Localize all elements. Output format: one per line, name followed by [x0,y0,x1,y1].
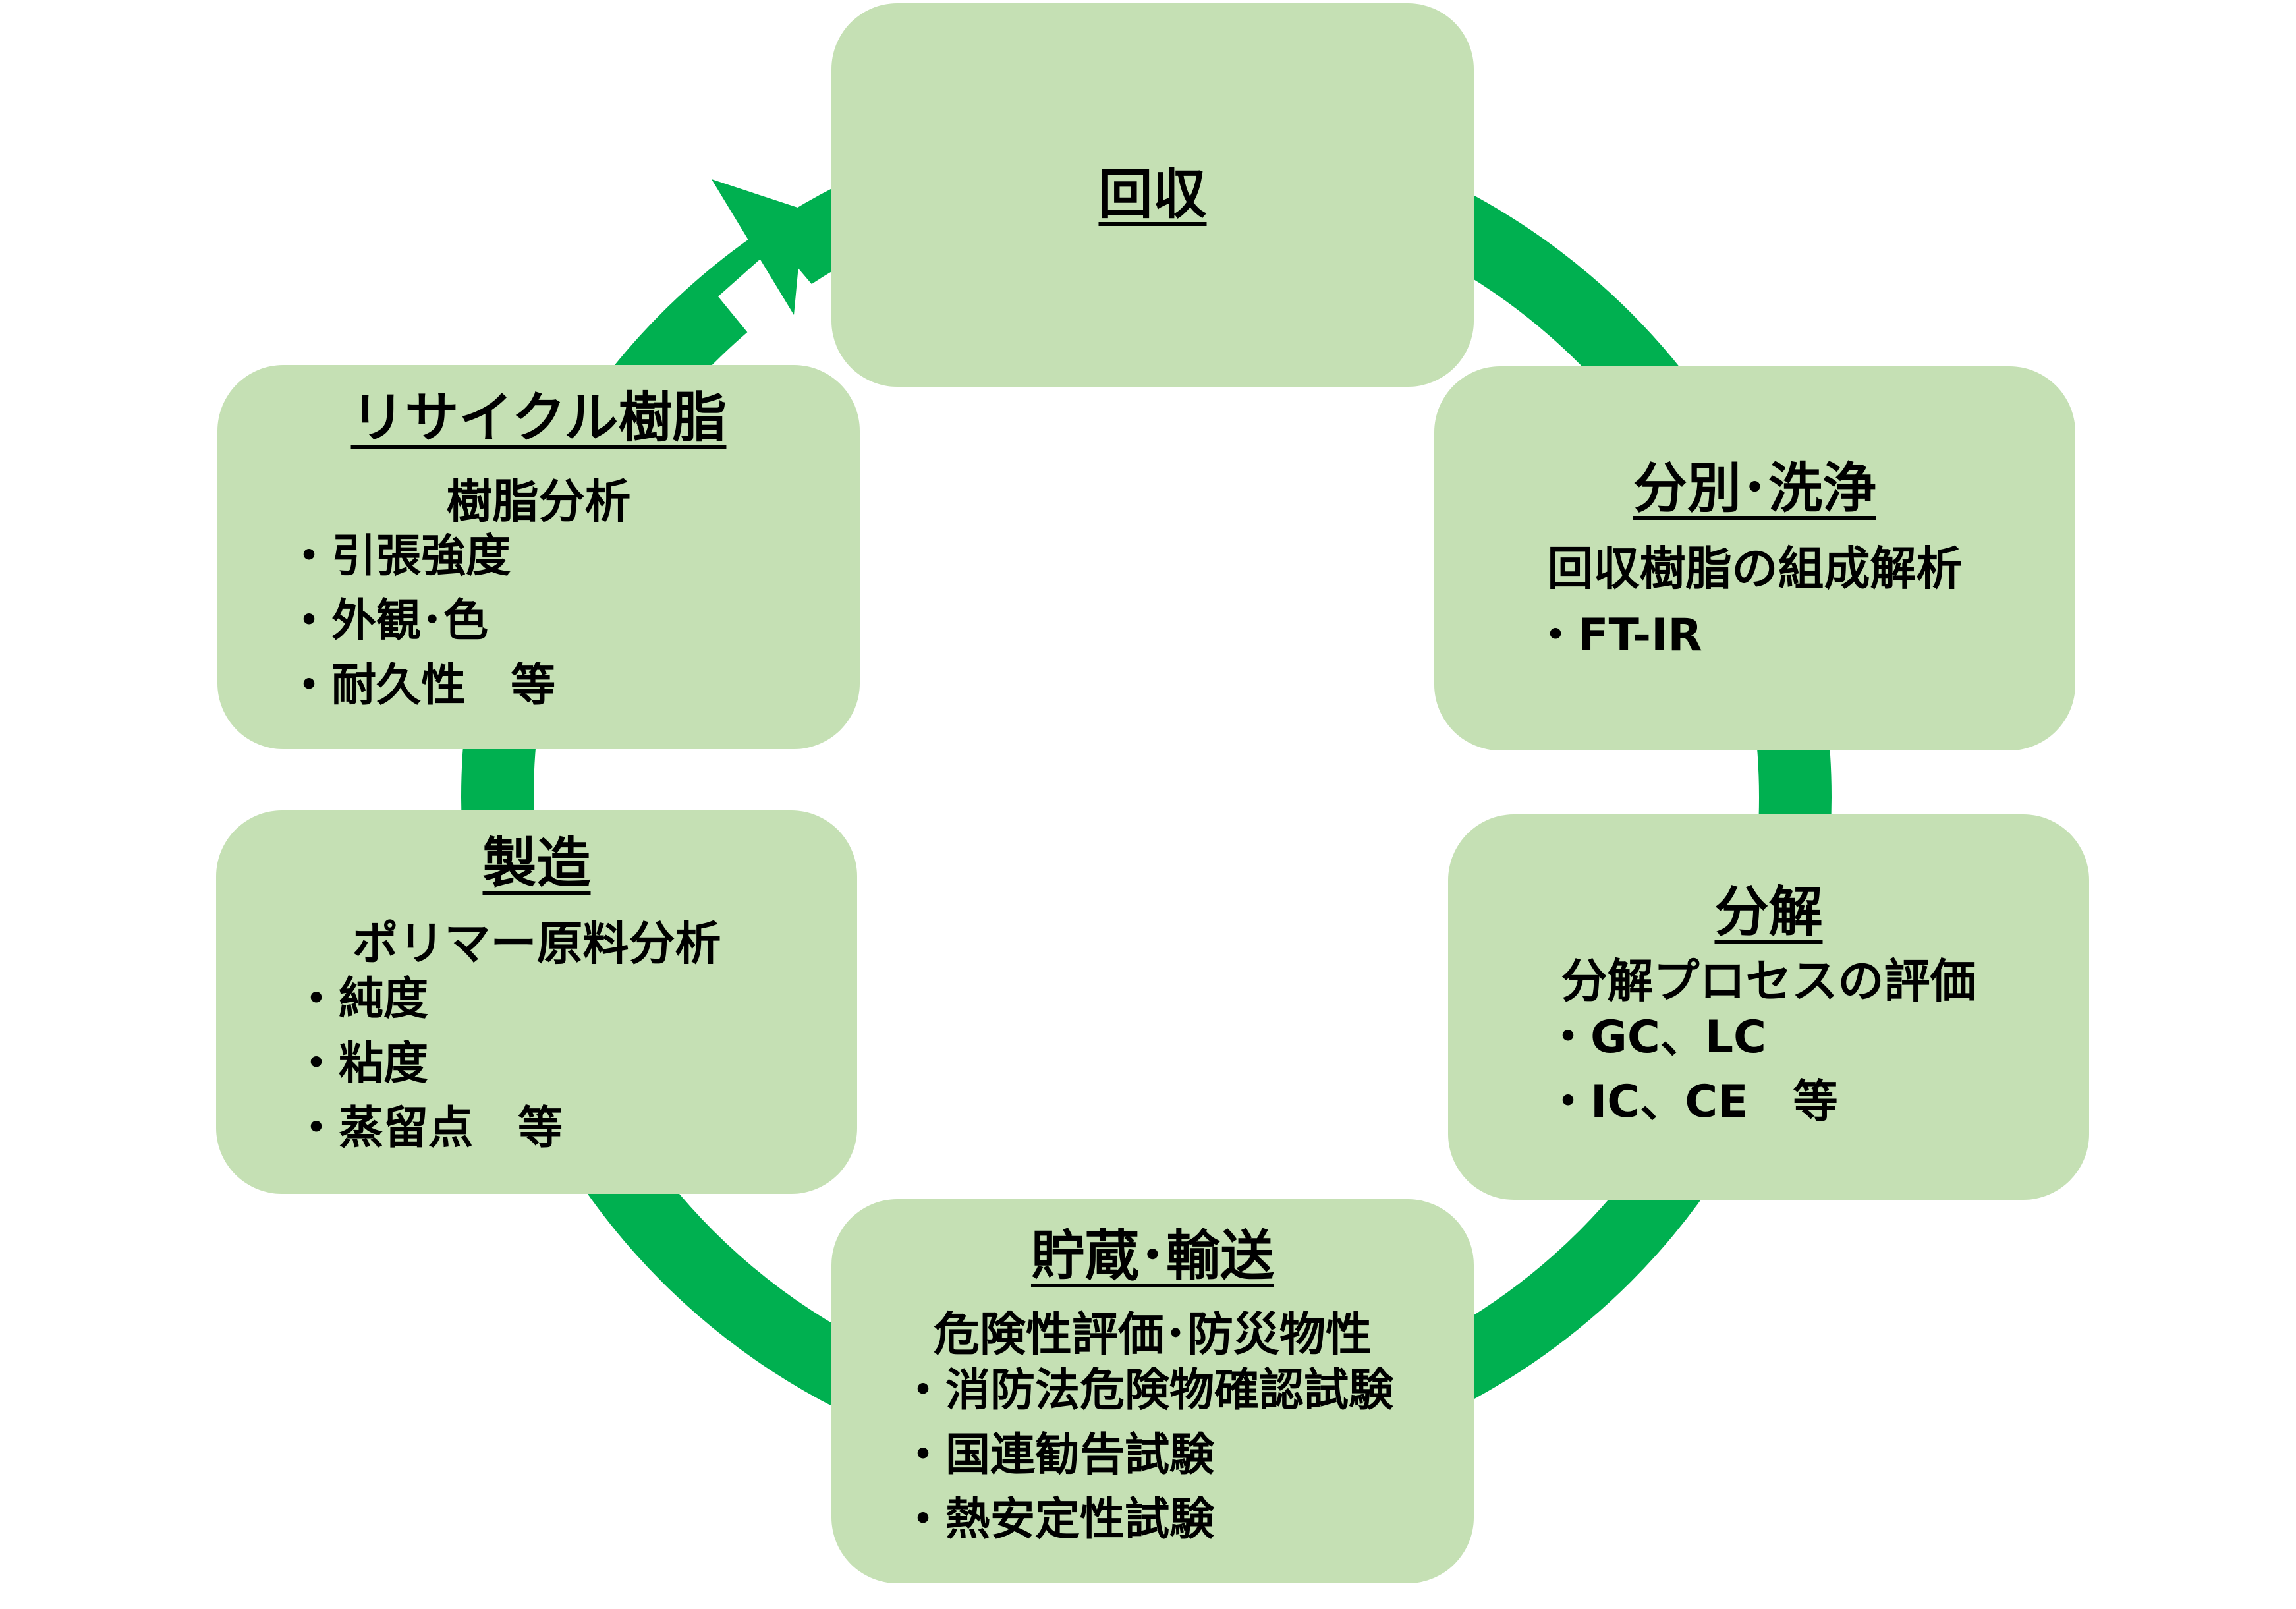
node-collection-title: 回収 [1098,163,1207,226]
node-recycled-resin: リサイクル樹脂 樹脂分析 ・引張強度 ・外観･色 ・耐久性 等 [217,365,860,749]
node-storage: 貯蔵･輸送 危険性評価･防災物性 ・消防法危険物確認試験 ・国連勧告試験 ・熱安… [831,1199,1474,1583]
node-storage-title: 貯蔵･輸送 [1030,1225,1274,1287]
node-decomposition-title: 分解 [1714,881,1823,944]
list-item: ・粘度 [294,1038,429,1090]
node-recycled-resin-title: リサイクル樹脂 [350,387,727,449]
list-item: ・GC、LC [1546,1011,1766,1063]
cycle-ring-gap [718,244,833,369]
node-decomposition-subtitle: 分解プロセスの評価 [1561,954,1976,1008]
list-item: ・外観･色 [287,595,489,647]
node-sorting-list: ・FT-IR [1533,604,1702,668]
node-storage-subtitle: 危険性評価･防災物性 [934,1307,1372,1361]
node-sorting: 分別･洗浄 回収樹脂の組成解析 ・FT-IR [1434,366,2075,750]
list-item: ・熱安定性試験 [901,1494,1215,1546]
list-item: ・IC、CE 等 [1546,1076,1838,1128]
list-item: ・消防法危険物確認試験 [901,1365,1394,1417]
list-item: ・FT-IR [1533,609,1702,662]
node-decomposition: 分解 分解プロセスの評価 ・GC、LC ・IC、CE 等 [1448,814,2089,1200]
node-recycled-resin-subtitle: 樹脂分析 [446,474,631,528]
node-recycled-resin-list: ・引張強度 ・外観･色 ・耐久性 等 [287,524,555,718]
node-sorting-subtitle: 回収樹脂の組成解析 [1547,542,1963,596]
node-collection: 回収 [831,3,1474,387]
node-sorting-title: 分別･洗浄 [1633,457,1876,520]
node-manufacturing-list: ・純度 ・粘度 ・蒸留点 等 [294,967,563,1161]
list-item: ・国連勧告試験 [901,1429,1215,1481]
list-item: ・純度 [294,973,429,1025]
node-manufacturing-title: 製造 [482,832,591,895]
cycle-arrowhead [712,179,804,315]
node-storage-list: ・消防法危険物確認試験 ・国連勧告試験 ・熱安定性試験 [901,1359,1393,1552]
node-manufacturing: 製造 ポリマー原料分析 ・純度 ・粘度 ・蒸留点 等 [216,810,857,1194]
node-decomposition-list: ・GC、LC ・IC、CE 等 [1546,1005,1838,1135]
list-item: ・引張強度 [287,530,511,582]
node-manufacturing-subtitle: ポリマー原料分析 [352,917,721,971]
list-item: ・蒸留点 等 [294,1102,563,1154]
list-item: ・耐久性 等 [287,660,556,712]
